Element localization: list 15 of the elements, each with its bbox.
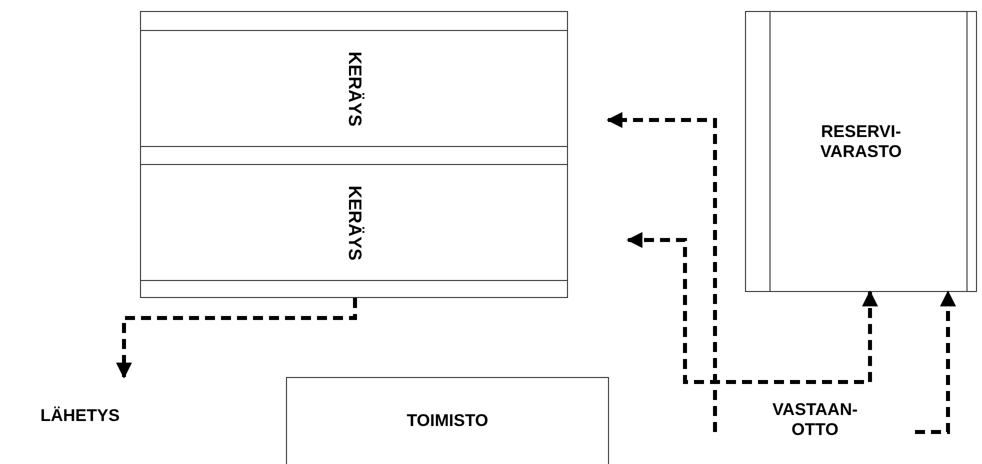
picking-zone — [140, 30, 568, 147]
dashed-arrow — [606, 112, 717, 432]
area-label: VASTAAN- OTTO — [771, 400, 859, 441]
storage-rack — [140, 11, 568, 298]
area-label: LÄHETYS — [39, 406, 121, 426]
area-label: TOIMISTO — [406, 411, 490, 432]
dashed-arrow — [915, 290, 956, 434]
area-label: KERÄYS — [344, 185, 365, 260]
area-label: KERÄYS — [344, 51, 365, 126]
picking-zone — [140, 164, 568, 281]
office-box — [286, 377, 609, 464]
area-label: RESERVI- VARASTO — [819, 122, 903, 163]
dashed-arrow — [626, 232, 878, 384]
reserve-storage-box — [745, 11, 977, 292]
dashed-arrow — [116, 298, 357, 379]
